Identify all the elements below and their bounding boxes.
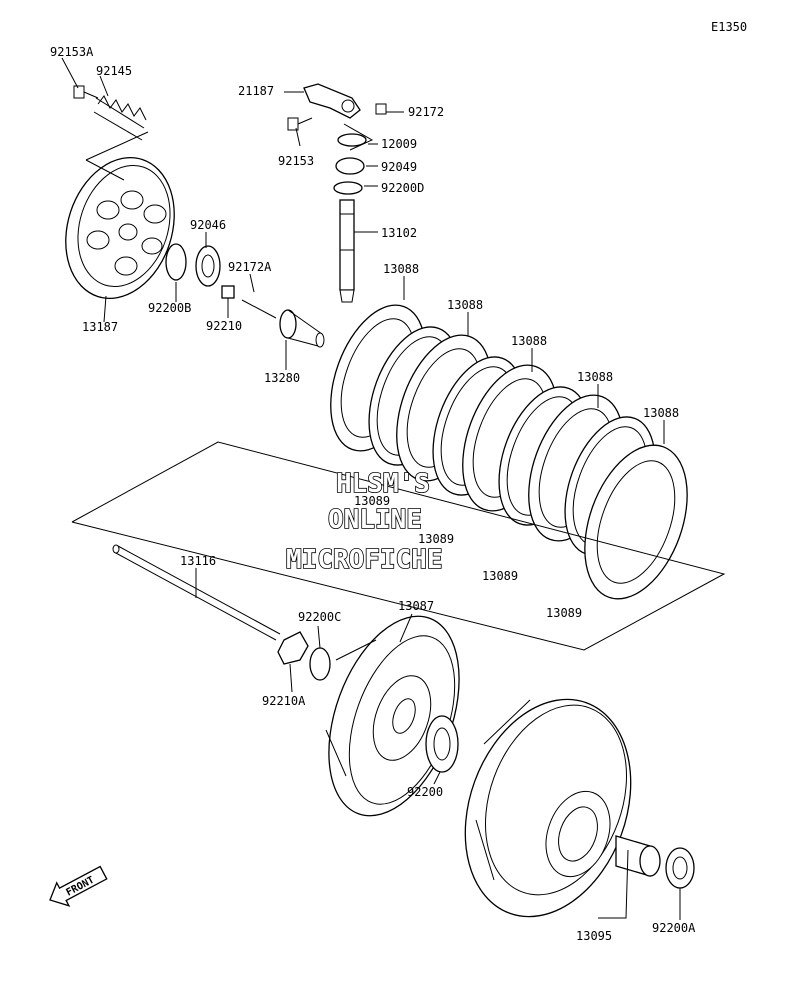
plate-12009 [337,133,367,147]
label-92046: 92046 [190,218,226,232]
label-92153A: 92153A [50,45,94,59]
label-13116: 13116 [180,554,216,568]
bolt-92153 [287,117,313,131]
front-arrow: FRONT [49,865,108,907]
label-92200A: 92200A [652,921,696,935]
release-lever-21187 [303,83,361,119]
watermark: HLSM'S ONLINE MICROFICHE [285,468,443,576]
label-13095: 13095 [576,929,612,943]
washer-92200B [165,243,187,281]
diagram-code: E1350 [711,20,747,34]
label-92200C: 92200C [298,610,341,624]
pressure-plate-13187 [65,157,175,299]
label-12009: 12009 [381,137,417,151]
clutch-housing-13095 [464,698,632,918]
push-rod-13280 [241,299,325,348]
label-92200B: 92200B [148,301,191,315]
label-92172: 92172 [408,105,444,119]
label-21187: 21187 [238,84,274,98]
leader-13187-group [85,131,149,181]
label-13088-3: 13088 [511,334,547,348]
nut-92210 [221,285,235,299]
part-labels: 92153A 92145 21187 92172 12009 92153 920… [50,45,696,943]
bolt-92153A [73,85,99,99]
label-13089-3: 13089 [482,569,518,583]
label-13280: 13280 [264,371,300,385]
sleeve-13095 [615,835,661,877]
label-92210A: 92210A [262,694,306,708]
label-92200: 92200 [407,785,443,799]
label-13102: 13102 [381,226,417,240]
label-92145: 92145 [96,64,132,78]
label-13087: 13087 [398,599,434,613]
assembly-bracket [71,441,726,651]
washer-92200D [333,181,363,195]
label-92153: 92153 [278,154,314,168]
watermark-line1: HLSM'S [336,469,430,499]
spring-92145 [93,95,147,141]
oil-seal-92049 [335,157,365,175]
label-92049: 92049 [381,160,417,174]
screw-92172 [375,103,387,115]
label-13088-4: 13088 [577,370,613,384]
label-13187: 13187 [82,320,118,334]
label-92200D: 92200D [381,181,424,195]
washer-92200C [309,647,331,681]
watermark-line2: ONLINE [328,505,422,535]
pushrod-13116 [112,544,281,641]
label-13089-4: 13089 [546,606,582,620]
watermark-line3: MICROFICHE [286,545,443,575]
label-13089-2: 13089 [418,532,454,546]
leader-lines [61,57,681,920]
label-13089-1: 13089 [354,494,390,508]
label-13088-2: 13088 [447,298,483,312]
label-92172A: 92172A [228,260,272,274]
label-92210: 92210 [206,319,242,333]
nut-92210A [277,631,309,665]
label-13088-1: 13088 [383,262,419,276]
label-13088-5: 13088 [643,406,679,420]
clutch-hub-13087 [325,615,460,817]
release-shaft-13102 [339,199,355,303]
clutch-plate-stack [330,304,688,600]
